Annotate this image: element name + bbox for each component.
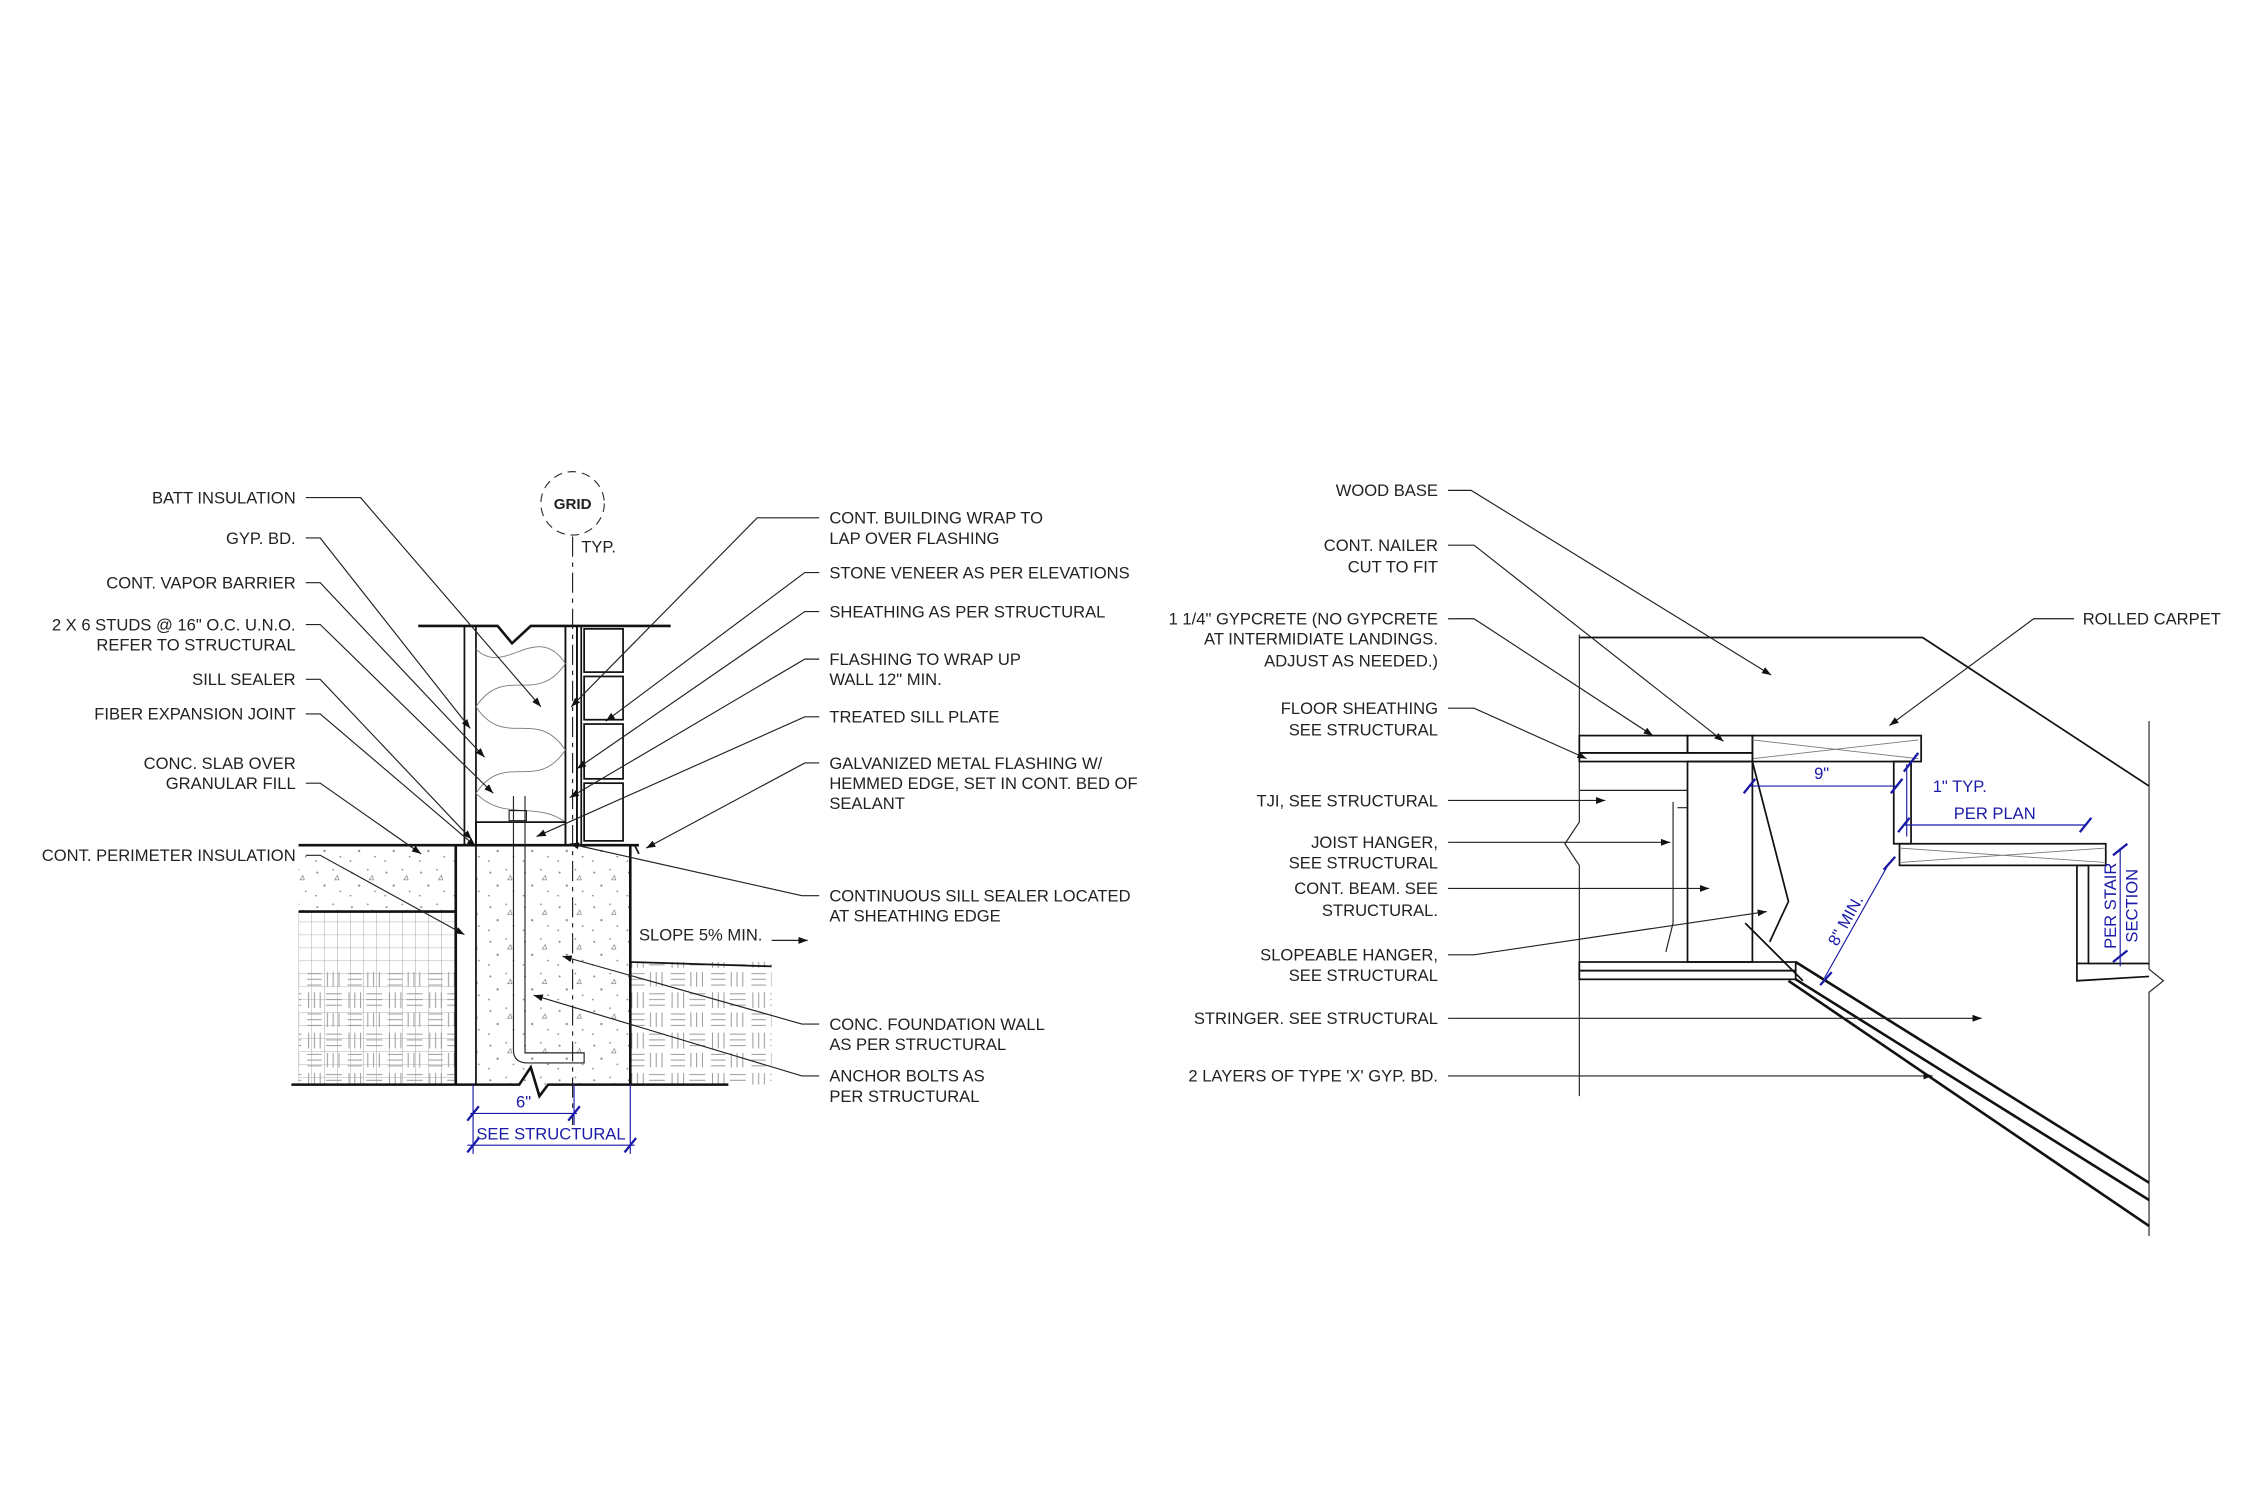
label-cont-beam: CONT. BEAM. SEE xyxy=(1294,879,1438,898)
label-conc-slab: CONC. SLAB OVER xyxy=(144,754,296,773)
earth-hatch xyxy=(298,969,456,1085)
stair-tread xyxy=(1898,842,2107,867)
tji-joist-hanger xyxy=(1579,789,1688,953)
label-cont-nailer: CONT. NAILER xyxy=(1324,536,1438,555)
sill-plate xyxy=(475,821,567,847)
wall-left-labels: BATT INSULATION GYP. BD. CONT. VAPOR BAR… xyxy=(42,488,296,865)
label-continuous-sill-sealer: CONTINUOUS SILL SEALER LOCATED xyxy=(829,886,1130,905)
label-cont-nailer-2: CUT TO FIT xyxy=(1348,558,1438,577)
dim-wall-thickness: 6" xyxy=(516,1093,531,1112)
label-studs: 2 X 6 STUDS @ 16" O.C. U.N.O. xyxy=(52,615,296,634)
label-floor-sheathing: FLOOR SHEATHING xyxy=(1281,699,1438,718)
stringer-hanger xyxy=(1744,761,1804,982)
wall-layers xyxy=(463,625,583,846)
foundation-wall xyxy=(475,845,631,1085)
lower-tread xyxy=(2076,962,2150,982)
label-conc-slab-2: GRANULAR FILL xyxy=(166,774,296,793)
stair-leaders xyxy=(1448,489,2075,1080)
label-gyp-bd: GYP. BD. xyxy=(226,529,296,548)
label-anchor-bolts-2: PER STRUCTURAL xyxy=(829,1087,979,1106)
label-floor-sheathing-2: SEE STRUCTURAL xyxy=(1289,721,1438,740)
label-tji: TJI, SEE STRUCTURAL xyxy=(1257,791,1438,810)
tread-hatch xyxy=(1899,847,2106,863)
grid-label: GRID xyxy=(554,496,592,513)
label-wood-base: WOOD BASE xyxy=(1336,481,1438,500)
label-sill-plate: TREATED SILL PLATE xyxy=(829,708,999,727)
wood-base-outline xyxy=(1579,636,2150,787)
grid-bubble xyxy=(540,471,605,536)
label-galvanized-flashing: GALVANIZED METAL FLASHING W/ xyxy=(829,754,1102,773)
dim-per-plan: PER PLAN xyxy=(1954,804,2036,823)
dim-per-stair-section-1: PER STAIR xyxy=(2101,863,2120,949)
label-building-wrap-2: LAP OVER FLASHING xyxy=(829,529,999,548)
gypcrete xyxy=(1578,734,1689,754)
label-slopeable-hanger-2: SEE STRUCTURAL xyxy=(1289,966,1438,985)
label-cont-beam-2: STRUCTURAL. xyxy=(1322,901,1438,920)
right-break-line xyxy=(2148,721,2165,1237)
foundation-wall-detail: GRID TYP. BATT INSULATION GYP. BD. CONT.… xyxy=(42,471,1138,1154)
label-foundation-wall: CONC. FOUNDATION WALL xyxy=(829,1015,1045,1034)
label-sill-sealer: SILL SEALER xyxy=(192,670,296,689)
anchor-bolt xyxy=(508,796,585,1064)
label-galvanized-flashing-2: HEMMED EDGE, SET IN CONT. BED OF xyxy=(829,774,1137,793)
label-joist-hanger-2: SEE STRUCTURAL xyxy=(1289,853,1438,872)
gyp-bd-layer xyxy=(1578,961,1797,972)
slab-edges xyxy=(298,843,456,913)
tread-hatch xyxy=(1752,739,1919,760)
label-gyp-bd-layers: 2 LAYERS OF TYPE 'X' GYP. BD. xyxy=(1188,1067,1438,1086)
label-continuous-sill-sealer-2: AT SHEATHING EDGE xyxy=(829,907,1000,926)
wall-left-leaders xyxy=(305,497,542,936)
label-slopeable-hanger: SLOPEABLE HANGER, xyxy=(1260,946,1438,965)
riser xyxy=(2076,864,2090,965)
floor-sheathing xyxy=(1578,752,1754,763)
dim-see-structural: SEE STRUCTURAL xyxy=(476,1124,625,1143)
label-foundation-wall-2: AS PER STRUCTURAL xyxy=(829,1035,1006,1054)
label-expansion-joint: FIBER EXPANSION JOINT xyxy=(94,705,295,724)
label-studs-2: REFER TO STRUCTURAL xyxy=(96,635,295,654)
label-building-wrap: CONT. BUILDING WRAP TO xyxy=(829,509,1043,528)
dim-nosing-gap: 9" xyxy=(1814,764,1829,783)
landing-nosing-tread xyxy=(1751,734,1923,763)
wall-dimensions: 6" SEE STRUCTURAL xyxy=(466,1084,637,1154)
stone-veneer xyxy=(583,627,624,842)
label-batt-insulation: BATT INSULATION xyxy=(152,488,296,507)
label-sheathing: SHEATHING AS PER STRUCTURAL xyxy=(829,602,1105,621)
riser xyxy=(1892,760,1912,845)
concrete-slab xyxy=(298,845,456,912)
label-joist-hanger: JOIST HANGER, xyxy=(1311,833,1438,852)
footing-break-line xyxy=(291,1064,729,1099)
label-rolled-carpet: ROLLED CARPET xyxy=(2083,610,2221,629)
dim-per-stair-section-2: SECTION xyxy=(2123,869,2142,943)
wall-right-leaders xyxy=(533,517,820,1077)
stair-landing-detail: WOOD BASE CONT. NAILER CUT TO FIT 1 1/4"… xyxy=(1169,481,2221,1237)
label-gypcrete: 1 1/4" GYPCRETE (NO GYPCRETE xyxy=(1169,610,1438,629)
batt-insulation xyxy=(475,646,566,823)
gyp-bd-layer xyxy=(1578,969,1797,981)
wall-break-line xyxy=(1564,634,1580,1097)
label-vapor-barrier: CONT. VAPOR BARRIER xyxy=(106,573,295,592)
stair-left-labels: WOOD BASE CONT. NAILER CUT TO FIT 1 1/4"… xyxy=(1169,481,2221,1086)
grid-typ-note: TYP. xyxy=(581,537,616,556)
metal-flashing xyxy=(565,844,640,855)
label-stone-veneer: STONE VENEER AS PER ELEVATIONS xyxy=(829,563,1129,582)
label-gypcrete-3: ADJUST AS NEEDED.) xyxy=(1264,651,1438,670)
earth-hatch xyxy=(630,962,772,1085)
stringer-soffit xyxy=(1787,960,2150,1228)
label-anchor-bolts: ANCHOR BOLTS AS xyxy=(829,1067,984,1086)
grade-line xyxy=(630,961,772,968)
wall-right-labels: CONT. BUILDING WRAP TO LAP OVER FLASHING… xyxy=(829,509,1137,1106)
dim-typ: 1" TYP. xyxy=(1933,777,1987,796)
cont-beam xyxy=(1686,760,1754,963)
label-flashing: FLASHING TO WRAP UP xyxy=(829,650,1021,669)
perimeter-insulation xyxy=(454,844,477,1086)
stair-dimensions: 9" 1" TYP. PER PLAN 8" MIN. PER STAIR SE… xyxy=(1742,752,2142,986)
label-gypcrete-2: AT INTERMIDIATE LANDINGS. xyxy=(1204,630,1438,649)
label-stringer: STRINGER. SEE STRUCTURAL xyxy=(1194,1009,1438,1028)
label-flashing-2: WALL 12" MIN. xyxy=(829,670,941,689)
wall-break-line xyxy=(418,624,671,646)
label-galvanized-flashing-3: SEALANT xyxy=(829,794,905,813)
label-perimeter-insulation: CONT. PERIMETER INSULATION xyxy=(42,846,296,865)
sheathing xyxy=(564,625,578,847)
slope-note: SLOPE 5% MIN. xyxy=(639,925,762,944)
